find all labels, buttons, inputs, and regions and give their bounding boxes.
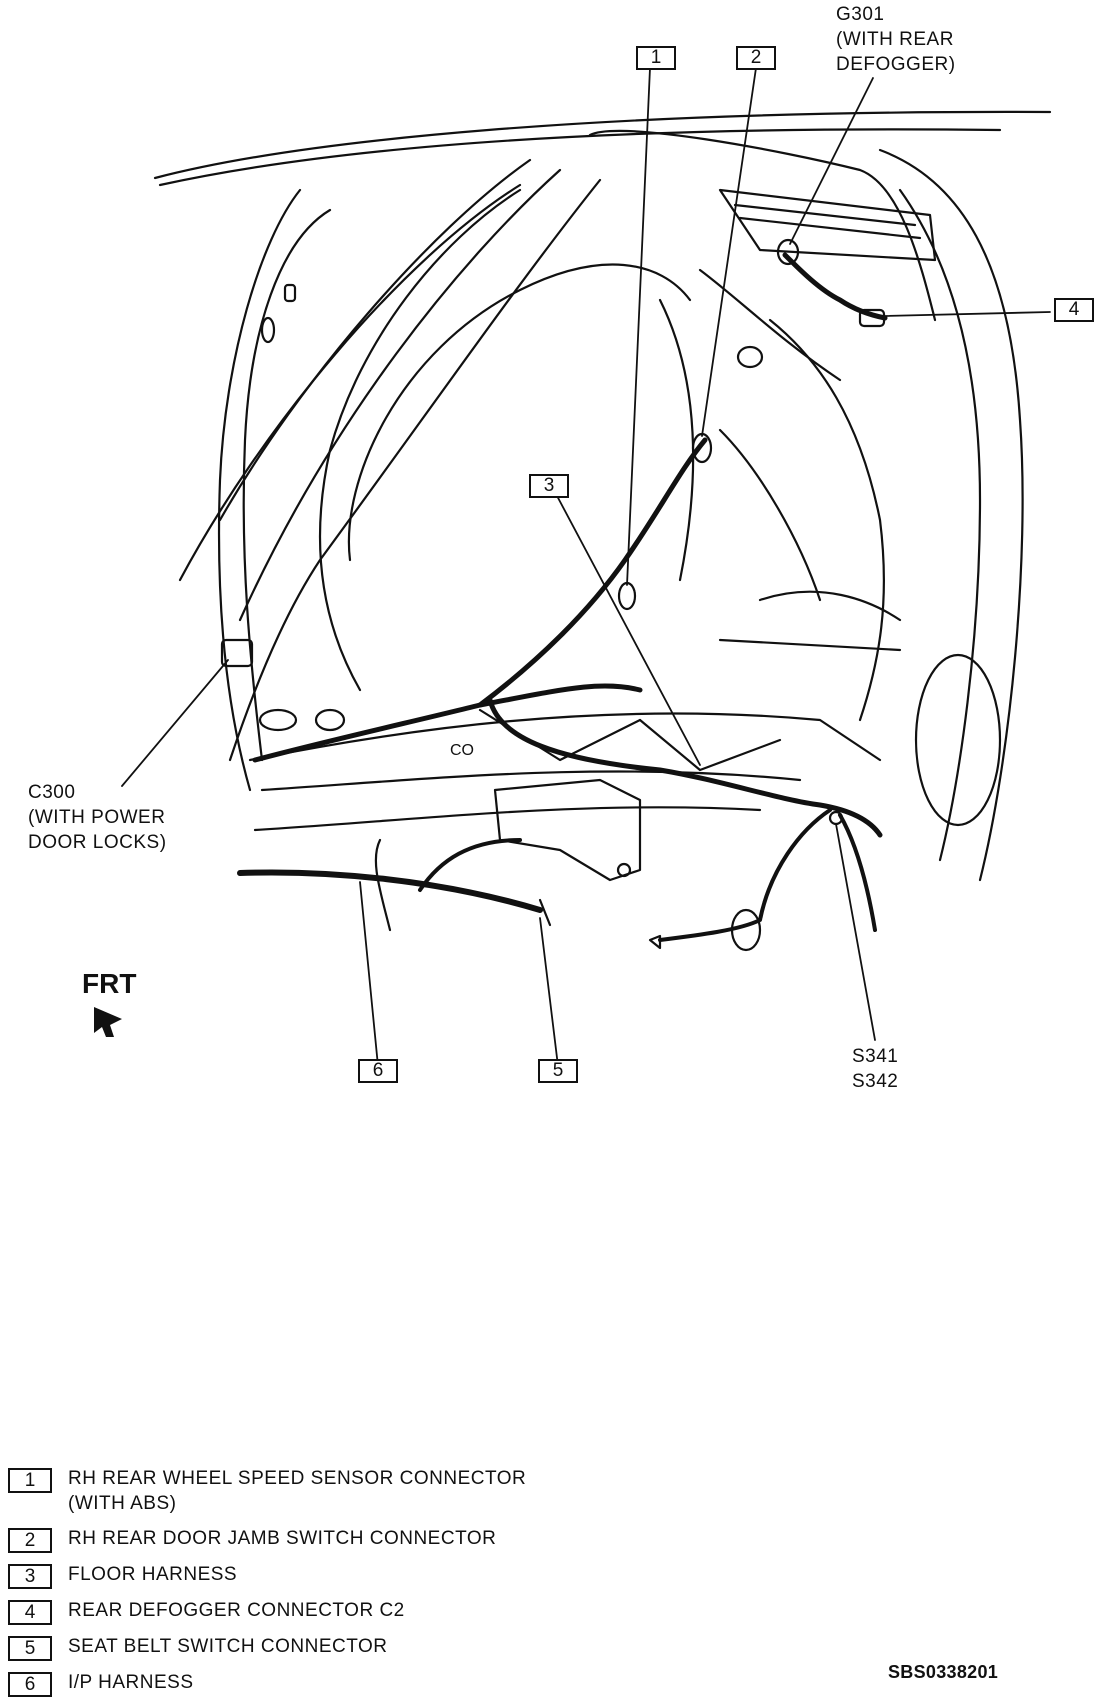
roof-outline [153,110,1052,180]
s341-label: S341 S342 [852,1046,899,1092]
leader-c300 [121,659,229,787]
legend-item: 6 I/P HARNESS [8,1670,808,1706]
legend-number: 2 [8,1528,52,1553]
legend-text: I/P HARNESS [68,1672,194,1693]
legend-text: RH REAR DOOR JAMB SWITCH CONNECTOR [68,1528,497,1549]
floor-harness-wire [252,683,643,763]
vehicle-interior-illustration: CO [121,67,1052,1067]
front-direction-arrow-icon [94,1007,122,1037]
callout-5: 5 [538,1059,578,1083]
roof-outline-inner [158,128,1002,187]
callout-6: 6 [358,1059,398,1083]
ip-harness-wire [237,869,543,913]
leader-g301 [789,77,874,245]
g301-ground [776,238,800,266]
leader-s341 [835,823,876,1041]
legend-number: 6 [8,1672,52,1697]
c300-connector [220,638,254,668]
legend-item: 3 FLOOR HARNESS [8,1562,808,1598]
callout-4: 4 [1054,298,1094,322]
quarter-panel-inner [898,188,982,862]
g301-label: G301 (WITH REAR DEFOGGER) [836,4,956,75]
callout-1: 1 [636,46,676,70]
door-opening [242,208,332,762]
s341-branch [658,808,832,942]
legend-text: RH REAR WHEEL SPEED SENSOR CONNECTOR (WI… [68,1468,527,1514]
rear-window-frame [588,129,937,322]
legend-number: 4 [8,1600,52,1625]
body-marking: CO [450,742,474,759]
callout-2: 2 [736,46,776,70]
quarter-panel-outer [878,148,1024,882]
floor-harness-wire-2 [477,437,708,708]
floor-harness-wire-3 [487,697,883,838]
rear-deck [718,188,937,262]
leader-1 [626,67,651,586]
legend-number: 3 [8,1564,52,1589]
leader-2 [701,67,757,437]
rear-defogger-wire [782,252,888,321]
legend-number: 5 [8,1636,52,1661]
seat-back [347,263,692,562]
drawing-code: SBS0338201 [888,1662,999,1682]
legend-number: 1 [8,1468,52,1493]
rear-defogger-connector [858,308,886,328]
legend-item: 5 SEAT BELT SWITCH CONNECTOR [8,1634,808,1670]
rh-rear-wheel-speed-connector [617,581,637,611]
c300-label: C300 (WITH POWER DOOR LOCKS) [28,782,167,853]
legend: 1 RH REAR WHEEL SPEED SENSOR CONNECTOR (… [8,1466,808,1706]
seat-belt-bracket [493,778,642,882]
legend-text: FLOOR HARNESS [68,1564,238,1585]
legend-item: 1 RH REAR WHEEL SPEED SENSOR CONNECTOR (… [8,1466,808,1526]
floor-pan [248,712,882,762]
leader-6 [359,881,379,1067]
leader-3 [555,493,701,766]
legend-item: 4 REAR DEFOGGER CONNECTOR C2 [8,1598,808,1634]
front-direction-label: FRT [82,968,137,999]
legend-item: 2 RH REAR DOOR JAMB SWITCH CONNECTOR [8,1526,808,1562]
wheelhouse [768,318,886,722]
leader-5 [539,917,559,1067]
callout-3: 3 [529,474,569,498]
legend-text: SEAT BELT SWITCH CONNECTOR [68,1636,388,1657]
grommet [730,908,762,952]
legend-text: REAR DEFOGGER CONNECTOR C2 [68,1600,405,1621]
seat-belt-switch-lead [418,838,522,892]
leader-4 [884,311,1051,317]
s342-branch [838,813,877,932]
